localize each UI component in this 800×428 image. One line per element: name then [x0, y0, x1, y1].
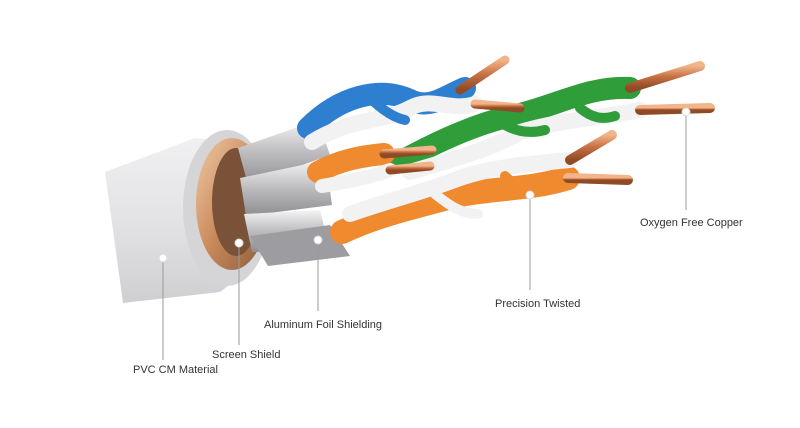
callout-label-pvc-cm-material: PVC CM Material	[133, 364, 218, 376]
callout-pointers	[158, 107, 691, 360]
twisted-pairs	[297, 76, 648, 244]
foil-shields	[238, 120, 350, 266]
callout-label-screen-shield: Screen Shield	[212, 349, 281, 361]
copper-conductors	[379, 55, 715, 185]
callout-label-aluminum-foil-shielding: Aluminum Foil Shielding	[264, 319, 382, 331]
callout-label-oxygen-free-copper: Oxygen Free Copper	[640, 217, 743, 229]
callout-label-precision-twisted: Precision Twisted	[495, 298, 581, 310]
